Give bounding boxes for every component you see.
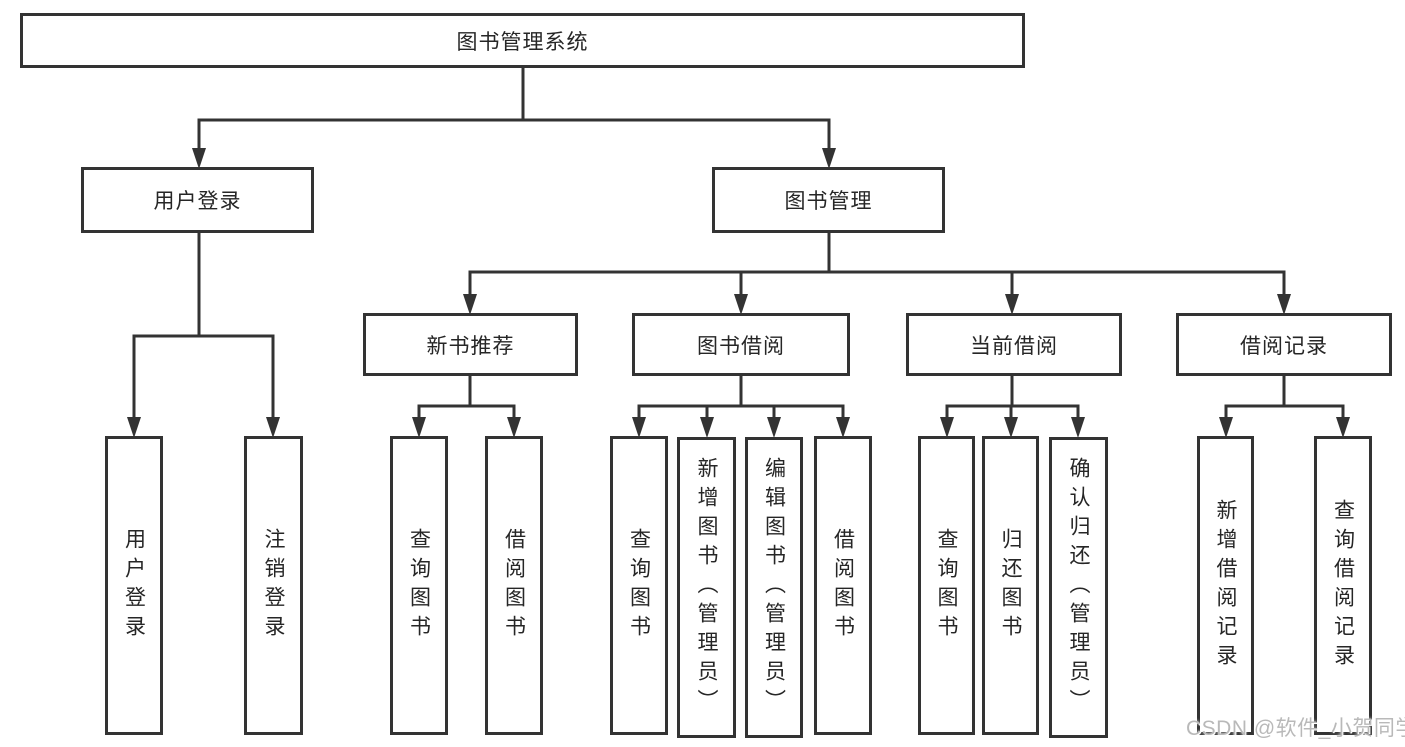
- leaf-borrow-books: 借阅图书: [814, 436, 872, 735]
- leaf-return-books-label: 归还图书: [999, 527, 1022, 644]
- node-book-borrow: 图书借阅: [632, 313, 850, 376]
- arrow-down-icon: [1071, 417, 1085, 438]
- leaf-return-books: 归还图书: [982, 436, 1039, 735]
- arrow-down-icon: [507, 417, 521, 438]
- node-borrow-records: 借阅记录: [1176, 313, 1392, 376]
- leaf-add-books-admin: 新增图书（管理员）: [677, 437, 736, 738]
- leaf-add-borrow-record-label: 新增借阅记录: [1214, 498, 1237, 673]
- leaf-confirm-return-admin-label: 确认归还（管理员）: [1067, 457, 1090, 718]
- node-book-management: 图书管理: [712, 167, 945, 233]
- arrow-down-icon: [266, 417, 280, 438]
- arrow-down-icon: [734, 294, 748, 315]
- arrow-down-icon: [1005, 294, 1019, 315]
- leaf-edit-books-admin-label: 编辑图书（管理员）: [762, 457, 786, 718]
- arrow-down-icon: [700, 417, 714, 438]
- arrow-down-icon: [1219, 417, 1233, 438]
- leaf-query-borrow-record-label: 查询借阅记录: [1331, 498, 1355, 673]
- leaf-add-borrow-record: 新增借阅记录: [1197, 436, 1254, 735]
- node-library-management-system: 图书管理系统: [20, 13, 1025, 68]
- leaf-edit-books-admin: 编辑图书（管理员）: [745, 437, 803, 738]
- leaf-user-login-label: 用户登录: [122, 527, 146, 644]
- leaf-query-books-borrow-label: 查询图书: [627, 527, 651, 644]
- leaf-query-books-current: 查询图书: [918, 436, 975, 735]
- arrow-down-icon: [412, 417, 426, 438]
- arrow-down-icon: [1336, 417, 1350, 438]
- arrow-down-icon: [632, 417, 646, 438]
- arrow-down-icon: [767, 417, 781, 438]
- arrow-down-icon: [463, 294, 477, 315]
- csdn-watermark: CSDN @软件_小贺同学: [1186, 717, 1405, 740]
- arrow-down-icon: [192, 148, 206, 169]
- leaf-query-borrow-record: 查询借阅记录: [1314, 436, 1372, 735]
- arrow-down-icon: [940, 417, 954, 438]
- node-user-login: 用户登录: [81, 167, 314, 233]
- arrow-down-icon: [1004, 417, 1018, 438]
- leaf-borrow-books-newbook-label: 借阅图书: [502, 527, 526, 644]
- leaf-query-books-newbook: 查询图书: [390, 436, 448, 735]
- leaf-logout-label: 注销登录: [262, 527, 285, 644]
- leaf-logout: 注销登录: [244, 436, 303, 735]
- arrow-down-icon: [1277, 294, 1291, 315]
- arrow-down-icon: [127, 417, 141, 438]
- leaf-query-books-newbook-label: 查询图书: [407, 527, 431, 644]
- node-new-book-recommend: 新书推荐: [363, 313, 578, 376]
- leaf-add-books-admin-label: 新增图书（管理员）: [695, 457, 718, 718]
- arrow-down-icon: [836, 417, 850, 438]
- leaf-query-books-borrow: 查询图书: [610, 436, 668, 735]
- connector-arrowheads: [127, 120, 1350, 438]
- leaf-borrow-books-label: 借阅图书: [831, 527, 855, 644]
- leaf-user-login: 用户登录: [105, 436, 163, 735]
- leaf-borrow-books-newbook: 借阅图书: [485, 436, 543, 735]
- arrow-down-icon: [822, 148, 836, 169]
- leaf-confirm-return-admin: 确认归还（管理员）: [1049, 437, 1108, 738]
- leaf-query-books-current-label: 查询图书: [935, 527, 958, 644]
- node-current-borrow: 当前借阅: [906, 313, 1122, 376]
